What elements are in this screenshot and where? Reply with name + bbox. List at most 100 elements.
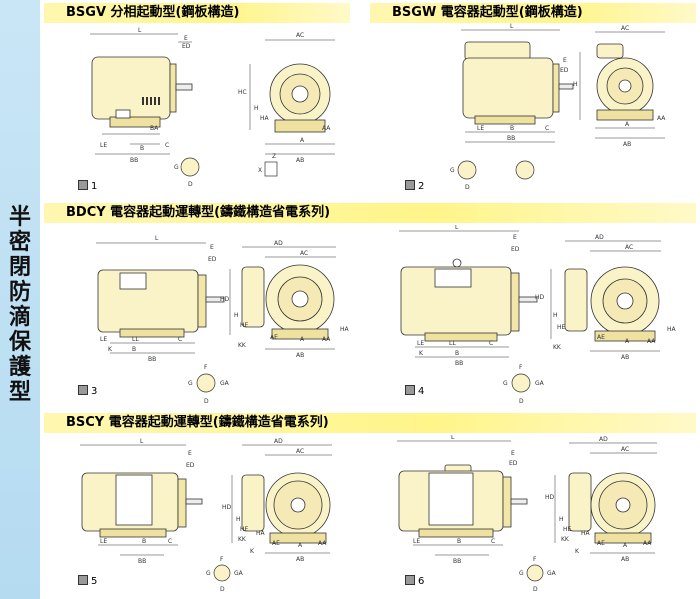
dim-f: F (204, 364, 208, 371)
dim-ad: AD (599, 436, 608, 443)
dim-a: A (625, 121, 630, 128)
dim-he: HE (557, 324, 566, 331)
dim-he: HE (240, 526, 249, 533)
dim-ed: ED (182, 43, 191, 50)
dim-g: G (174, 164, 179, 171)
dim-le: LE (417, 340, 424, 347)
dim-bb: BB (130, 157, 138, 164)
section-title-bsgw: BSGW 電容器起動型(鋼板構造) (370, 3, 696, 23)
dim-f: F (220, 556, 224, 563)
motor-side-view (398, 464, 528, 538)
dim-ha: HA (340, 326, 350, 333)
motor-side-view (462, 41, 574, 125)
dim-f: F (519, 364, 523, 371)
dim-ba: BA (150, 125, 159, 132)
dim-kk: KK (561, 536, 570, 543)
dim-b: B (510, 125, 514, 132)
shaft-detail (180, 157, 278, 177)
dim-l: L (451, 435, 455, 441)
dim-z: Z (272, 153, 276, 160)
dim-e: E (563, 57, 567, 64)
dim-k: K (419, 350, 424, 357)
dim-e: E (511, 450, 515, 457)
dim-k: K (250, 548, 255, 555)
dim-k: K (108, 346, 113, 353)
dim-bb: BB (507, 135, 515, 142)
dim-e: E (210, 244, 214, 251)
dim-ac: AC (300, 250, 308, 257)
dim-b: B (140, 145, 144, 152)
dim-ac: AC (621, 446, 629, 453)
dim-ha: HA (256, 530, 266, 537)
dim-g: G (188, 380, 193, 387)
dim-c: C (165, 142, 169, 149)
dim-kk: KK (238, 536, 247, 543)
figure-number: 3 (91, 386, 98, 397)
dim-aa: AA (322, 125, 331, 132)
dim-ac: AC (296, 448, 304, 455)
dim-ll: LL (449, 340, 456, 347)
dim-l: L (455, 225, 459, 231)
figure-box-icon (405, 385, 415, 395)
dim-aa: AA (318, 540, 327, 547)
shaft-detail (196, 373, 216, 393)
figure-number: 4 (418, 386, 425, 397)
dim-c: C (489, 340, 493, 347)
dim-hd: HD (222, 504, 232, 511)
figure-5-label: 5 (78, 575, 97, 587)
dim-ae: AE (272, 540, 280, 547)
figure-1-label: 1 (78, 180, 97, 192)
dim-ab: AB (621, 354, 629, 361)
dim-bb: BB (455, 360, 463, 367)
dim-h: H (254, 105, 259, 112)
figure-6-label: 6 (405, 575, 424, 587)
vent-slots (142, 97, 160, 105)
dim-ed: ED (560, 67, 569, 74)
motor-front-view (564, 266, 660, 342)
sidebar-title: 半密閉防滴保護型 (8, 205, 31, 405)
dim-aa: AA (657, 115, 666, 122)
dim-ga: GA (234, 570, 244, 577)
sidebar: 半密閉防滴保護型 (0, 0, 40, 599)
dim-aa: AA (643, 540, 652, 547)
dim-h: H (236, 516, 241, 523)
dim-hd: HD (545, 494, 555, 501)
shaft-detail (526, 564, 544, 582)
motor-front-view (241, 472, 331, 544)
section-title-bsgv: BSGV 分相起動型(鋼板構造) (44, 3, 350, 23)
motor-front-view (269, 63, 331, 133)
dim-le: LE (477, 125, 484, 132)
figure-6-drawing: L E ED LE B C BB AD AC HD H HE KK HA AE … (397, 435, 657, 593)
dim-d: D (465, 184, 470, 191)
dim-e: E (188, 450, 192, 457)
dim-a: A (625, 338, 630, 345)
dim-b: B (142, 538, 146, 545)
dim-ed: ED (186, 462, 195, 469)
dim-k: K (575, 548, 580, 555)
dim-d: D (533, 586, 538, 593)
shaft-detail (511, 373, 531, 393)
figure-number: 5 (91, 576, 98, 587)
dim-d: D (220, 586, 225, 593)
dim-ab: AB (621, 556, 629, 563)
dim-hd: HD (535, 294, 545, 301)
dim-ha: HA (667, 326, 677, 333)
dim-aa: AA (322, 336, 331, 343)
motor-front-view (596, 43, 654, 121)
dim-ed: ED (511, 246, 520, 253)
dim-e: E (513, 234, 517, 241)
dim-ll: LL (132, 336, 139, 343)
dim-h: H (234, 312, 239, 319)
shaft-detail (213, 564, 231, 582)
dim-bb: BB (148, 356, 156, 363)
dim-ab: AB (296, 352, 304, 359)
dim-ac: AC (621, 25, 629, 32)
dim-d: D (188, 181, 193, 188)
figure-2-label: 2 (405, 180, 424, 192)
dim-d: D (204, 398, 209, 405)
figure-box-icon (78, 180, 88, 190)
dim-ab: AB (623, 141, 631, 148)
dim-ha: HA (260, 115, 270, 122)
dim-l: L (155, 235, 159, 242)
figure-4-label: 4 (405, 385, 424, 397)
